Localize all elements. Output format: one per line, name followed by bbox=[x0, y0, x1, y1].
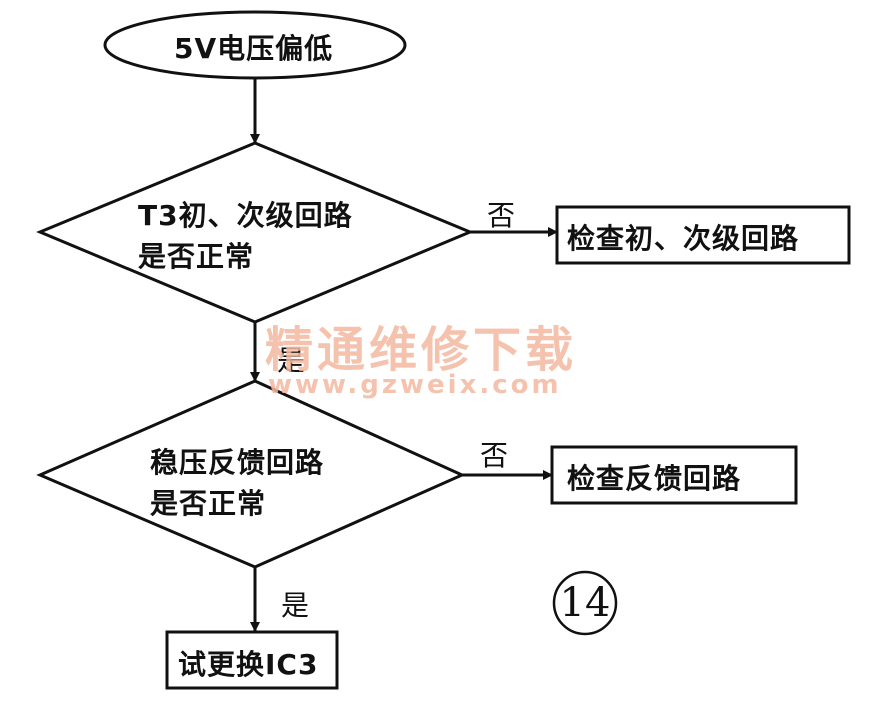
watermark-text: 精通维修下载 bbox=[265, 322, 578, 378]
decision2-label-line1: 稳压反馈回路 bbox=[150, 446, 325, 479]
action1-box bbox=[555, 205, 851, 265]
decision1-label-line1: T3初、次级回路 bbox=[138, 199, 353, 232]
action1-label: 检查初、次级回路 bbox=[567, 222, 800, 255]
watermark-url: www.gzweix.com bbox=[268, 370, 562, 400]
action2-box bbox=[550, 445, 798, 505]
end-label: 试更换IC3 bbox=[178, 648, 319, 681]
branch-yes-label-2: 是 bbox=[281, 589, 310, 622]
decision1-label-line2: 是否正常 bbox=[138, 240, 255, 273]
start-label: 5V电压偏低 bbox=[174, 32, 334, 65]
figure-number-circle bbox=[552, 570, 618, 636]
figure-number: 14 bbox=[559, 580, 611, 626]
action2-label: 检查反馈回路 bbox=[567, 462, 742, 495]
branch-no-label-2: 否 bbox=[480, 439, 509, 472]
branch-no-label-1: 否 bbox=[487, 199, 516, 232]
branch-yes-label-1: 是 bbox=[277, 344, 306, 377]
decision2-label-line2: 是否正常 bbox=[150, 487, 267, 520]
end-box bbox=[165, 630, 339, 690]
